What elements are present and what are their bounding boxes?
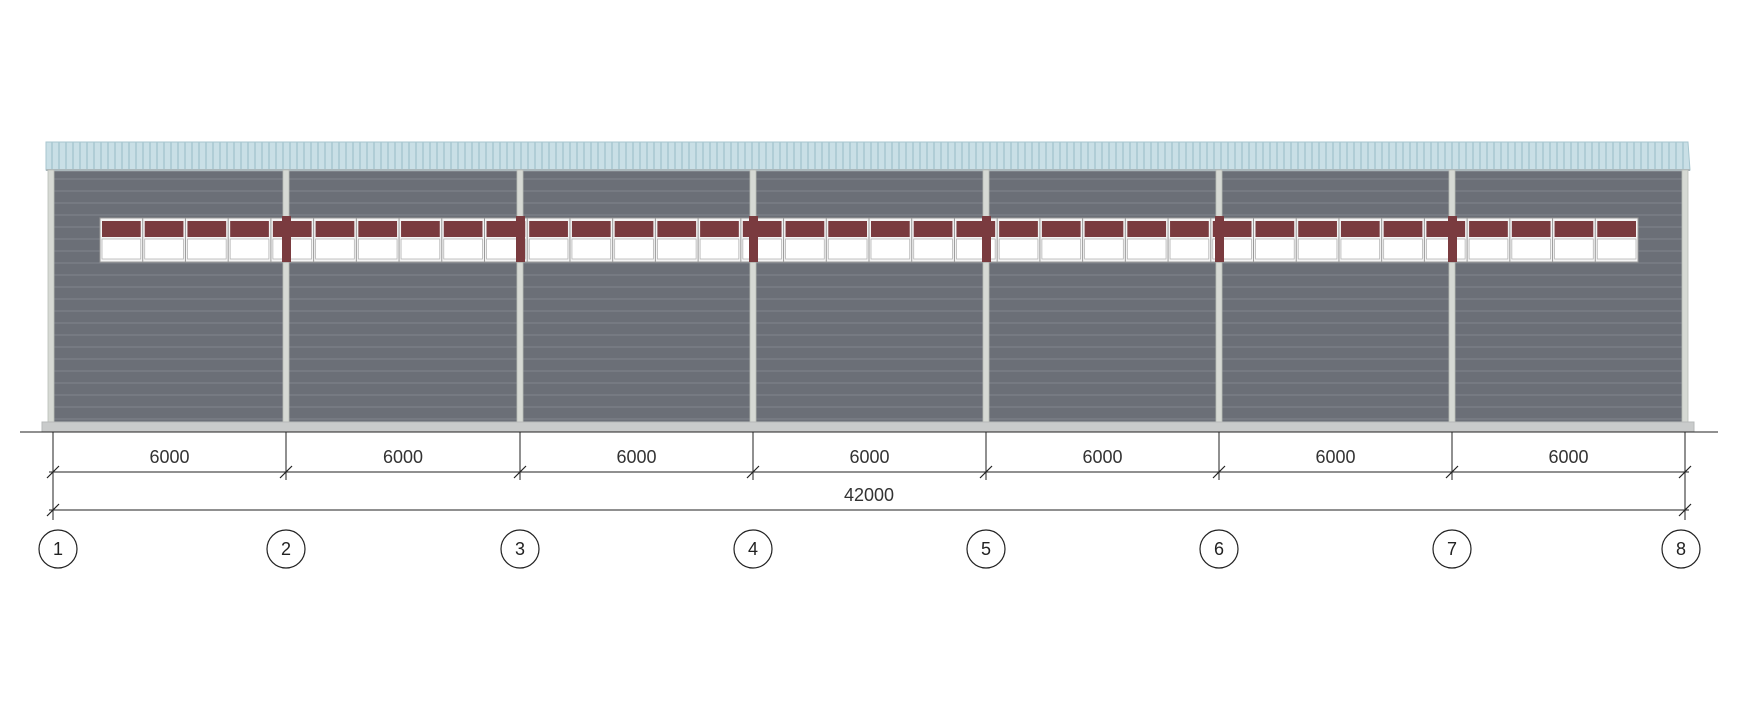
wall-cladding: [48, 170, 1686, 422]
window-panel: [996, 218, 1039, 262]
dimension-tick: [46, 503, 60, 517]
circle-icon: [1199, 529, 1239, 569]
grid-axis-2: 2: [266, 529, 306, 569]
window-panel: [1423, 218, 1466, 262]
grid-axis-8: 8: [1661, 529, 1701, 569]
wall-column-5: [982, 169, 990, 423]
dimension-tick: [1678, 503, 1692, 517]
wall-column-2: [282, 169, 290, 423]
circle-icon: [266, 529, 306, 569]
window-post-3: [516, 216, 525, 262]
dimension-tick: [279, 465, 293, 479]
window-panel: [1552, 218, 1594, 262]
dimension-tick: [1445, 465, 1459, 479]
plinth-base: [41, 421, 1695, 433]
window-panel: [654, 218, 697, 262]
window-panel: [1295, 218, 1338, 262]
bay-dimension-label: 6000: [1315, 447, 1355, 467]
grid-axis-label: 8: [1676, 539, 1686, 559]
window-panel: [612, 218, 654, 262]
window-panel: [868, 218, 911, 262]
window-post-5: [982, 216, 991, 262]
window-panel: [1381, 218, 1423, 262]
grid-axis-label: 3: [515, 539, 525, 559]
window-panel: [142, 218, 184, 262]
grid-axis-label: 6: [1214, 539, 1224, 559]
window-panel: [697, 218, 740, 262]
dimension-tick: [1212, 465, 1226, 479]
grid-axis-label: 2: [281, 539, 291, 559]
circle-icon: [1661, 529, 1701, 569]
grid-axis-6: 6: [1199, 529, 1239, 569]
grid-axis-5: 5: [966, 529, 1006, 569]
dimension-chain: 6000 6000 6000 6000 6000 6000 6000 42000: [46, 432, 1692, 520]
bay-dimension-label: 6000: [616, 447, 656, 467]
grid-axis-label: 1: [53, 539, 63, 559]
window-panel: [355, 218, 398, 262]
window-panel: [270, 218, 313, 262]
roof-edge: [45, 141, 1691, 171]
wall-column-8: [1681, 169, 1689, 423]
circle-icon: [1432, 529, 1472, 569]
grid-axis-label: 5: [981, 539, 991, 559]
window-panel: [99, 218, 142, 262]
window-panel: [1253, 218, 1295, 262]
window-panel: [1509, 218, 1551, 262]
overall-dimension-label: 42000: [844, 485, 894, 505]
bay-dimension-label: 6000: [383, 447, 423, 467]
window-band: [99, 216, 1639, 263]
window-panel: [484, 218, 526, 262]
bay-dimension-label: 6000: [849, 447, 889, 467]
bay-dimension-label: 6000: [149, 447, 189, 467]
circle-icon: [38, 529, 78, 569]
grid-axis-1: 1: [38, 529, 78, 569]
grid-axis-markers: 1 2 3 4 5 6 7 8: [38, 529, 1701, 569]
circle-icon: [966, 529, 1006, 569]
window-panel: [1466, 218, 1509, 262]
circle-icon: [733, 529, 773, 569]
window-panel: [1124, 218, 1167, 262]
building: [20, 141, 1718, 433]
window-panel: [825, 218, 868, 262]
dimension-tick: [46, 465, 60, 479]
window-panel: [526, 218, 569, 262]
window-panel: [1167, 218, 1210, 262]
wall-column-1: [47, 169, 55, 423]
window-post-6: [1215, 216, 1224, 262]
window-panel: [1039, 218, 1082, 262]
bay-dimension-label: 6000: [1082, 447, 1122, 467]
window-panel: [1082, 218, 1124, 262]
grid-axis-7: 7: [1432, 529, 1472, 569]
wall-column-7: [1448, 169, 1456, 423]
window-panel: [184, 218, 227, 262]
wall-column-4: [749, 169, 757, 423]
dimension-tick: [746, 465, 760, 479]
wall-column-3: [516, 169, 524, 423]
grid-axis-3: 3: [500, 529, 540, 569]
bay-dimension-label: 6000: [1548, 447, 1588, 467]
grid-axis-label: 7: [1447, 539, 1457, 559]
window-panel: [740, 218, 782, 262]
window-panel: [313, 218, 355, 262]
dimension-tick: [513, 465, 527, 479]
window-post-4: [749, 216, 758, 262]
window-panel: [441, 218, 483, 262]
window-panel: [569, 218, 612, 262]
circle-icon: [500, 529, 540, 569]
window-post-2: [282, 216, 291, 262]
grid-axis-4: 4: [733, 529, 773, 569]
window-post-7: [1448, 216, 1457, 262]
window-panel: [1338, 218, 1381, 262]
grid-axis-label: 4: [748, 539, 758, 559]
window-panel: [911, 218, 953, 262]
window-panel: [227, 218, 270, 262]
dimension-tick: [979, 465, 993, 479]
dimension-tick: [1678, 465, 1692, 479]
window-panel: [398, 218, 441, 262]
window-panel: [783, 218, 825, 262]
wall-column-6: [1215, 169, 1223, 423]
window-panel: [1594, 218, 1637, 262]
